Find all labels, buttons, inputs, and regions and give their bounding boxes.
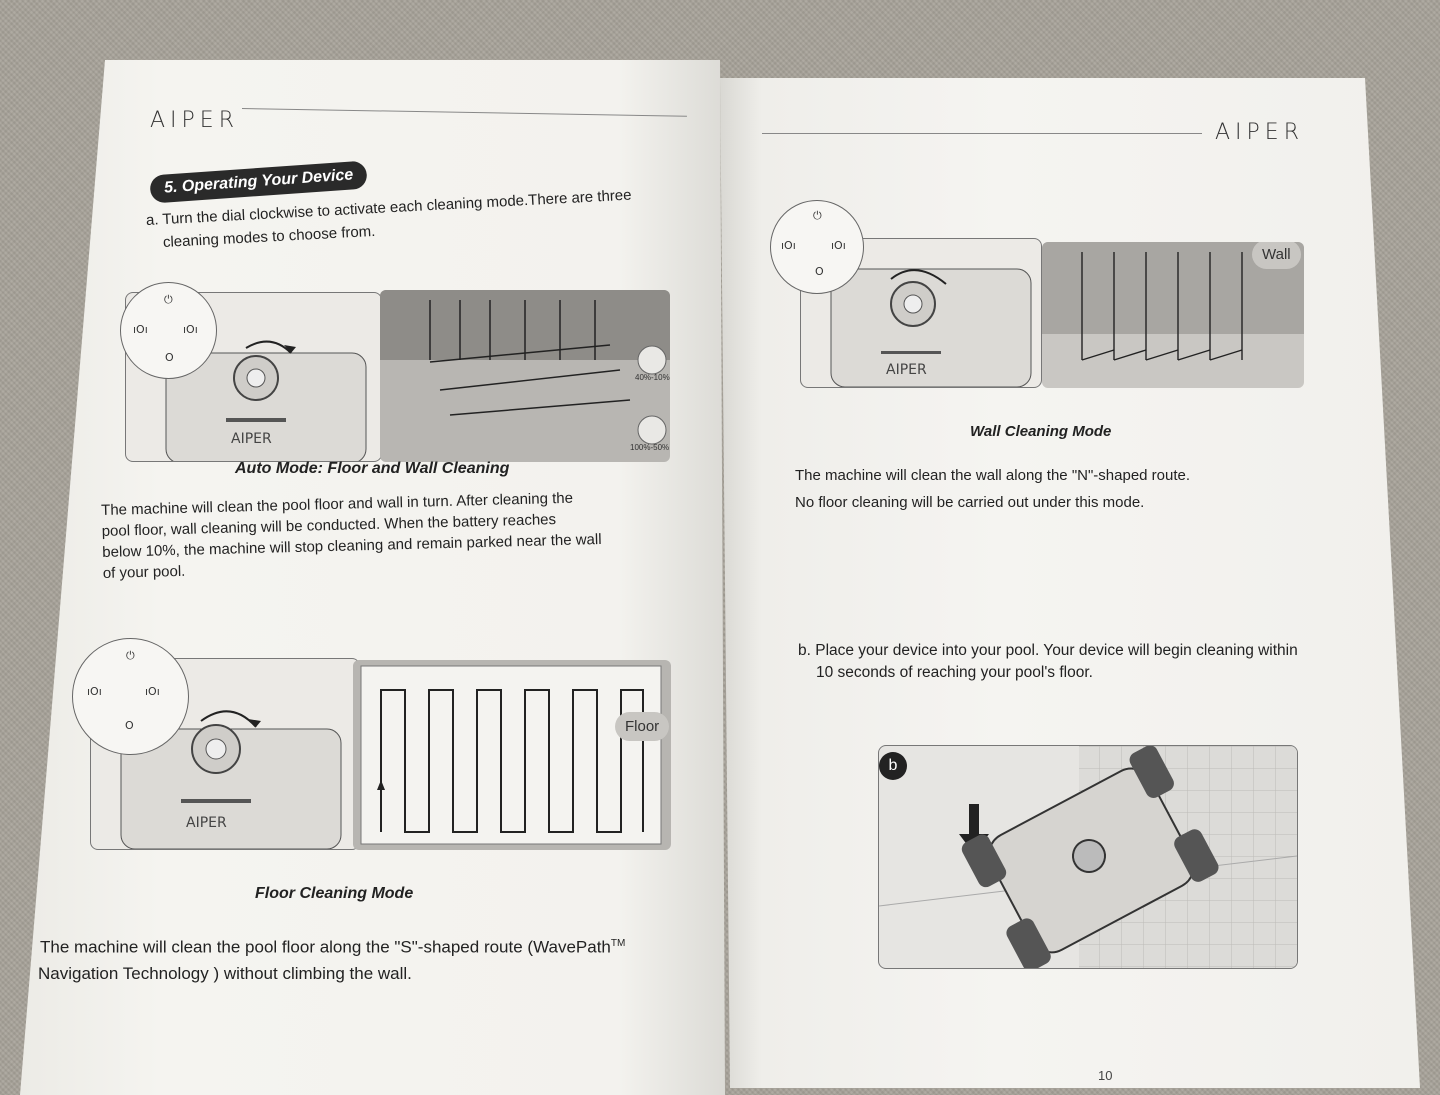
svg-text:AIPER: AIPER [186, 815, 227, 831]
place-device-figure: b [878, 745, 1298, 969]
mode-icon-left: ıOı [133, 323, 148, 336]
robot-dial-illustration-wall: AIPER [830, 268, 1032, 387]
wall-mode-dial-figure: AIPER [800, 238, 1042, 388]
page-number: 10 [1098, 1068, 1113, 1083]
battery-bottom-label: 100%-50% [630, 443, 669, 452]
wall-mode-caption: Wall Cleaning Mode [970, 423, 1112, 440]
wall-mode-description: The machine will clean the wall along th… [795, 462, 1190, 516]
battery-top-label: 40%-10% [635, 373, 670, 382]
power-icon: ⏻ [813, 209, 822, 222]
wall-desc-line: No floor cleaning will be carried out un… [795, 494, 1145, 511]
auto-mode-description: The machine will clean the pool floor an… [101, 485, 688, 584]
trademark: TM [610, 938, 626, 949]
right-page: AIPER AIPER ⏻ ıOı ıOı O Wall Wall Cleani… [720, 78, 1420, 1088]
wall-desc-line: The machine will clean the wall along th… [795, 467, 1191, 484]
floor-mode-caption: Floor Cleaning Mode [255, 885, 414, 902]
floor-label: Floor [615, 712, 670, 741]
auto-mode-caption: Auto Mode: Floor and Wall Cleaning [235, 460, 510, 477]
wall-route-panel: Wall [1042, 242, 1304, 388]
dial-zoom-circle-wall: ⏻ ıOı ıOı O [770, 200, 864, 294]
mode-icon-right: ıOı [145, 685, 160, 698]
auto-route-diagram: 40%-10% 100%-50% [380, 290, 670, 452]
robot-dial-illustration: AIPER [165, 340, 367, 461]
s-route-diagram [360, 665, 662, 845]
mode-icon-left: ıOı [87, 685, 102, 698]
left-page: AIPER 5. Operating Your Device a. Turn t… [20, 60, 725, 1095]
mode-icon-right: ıOı [831, 239, 846, 252]
mode-icon-right: ıOı [183, 323, 198, 336]
floor-desc-line-1: The machine will clean the pool floor al… [40, 930, 625, 962]
floor-icon: O [125, 719, 134, 732]
power-icon: ⏻ [164, 293, 173, 306]
floor-desc-line-2: Navigation Technology ) without climbing… [38, 964, 412, 983]
place-device-line-2: 10 seconds of reaching your pool's floor… [816, 664, 1093, 681]
brand-logo-right: AIPER [1215, 120, 1304, 145]
robot-in-pool-illustration [879, 746, 1297, 968]
wall-label: Wall [1252, 242, 1301, 269]
floor-icon: O [815, 265, 824, 278]
svg-text:AIPER: AIPER [231, 431, 272, 447]
brand-logo: AIPER [150, 108, 239, 133]
step-b-badge: b [879, 752, 907, 780]
auto-route-panel: 40%-10% 100%-50% [380, 290, 670, 462]
header-rule [241, 108, 687, 117]
header-rule-right [762, 133, 1202, 134]
floor-icon: O [165, 351, 174, 364]
dial-zoom-circle-floor: ⏻ ıOı ıOı O [72, 638, 189, 755]
section-title: 5. Operating Your Device [149, 160, 369, 204]
dial-zoom-circle: ⏻ ıOı ıOı O [120, 282, 217, 379]
mode-icon-left: ıOı [781, 239, 796, 252]
svg-text:AIPER: AIPER [886, 362, 927, 378]
floor-route-panel: Floor [353, 660, 671, 850]
power-icon: ⏻ [126, 649, 135, 662]
floor-desc-text: The machine will clean the pool floor al… [40, 937, 611, 957]
robot-dial-illustration-floor: AIPER [120, 710, 342, 849]
place-device-line-1: b. Place your device into your pool. You… [798, 642, 1298, 659]
